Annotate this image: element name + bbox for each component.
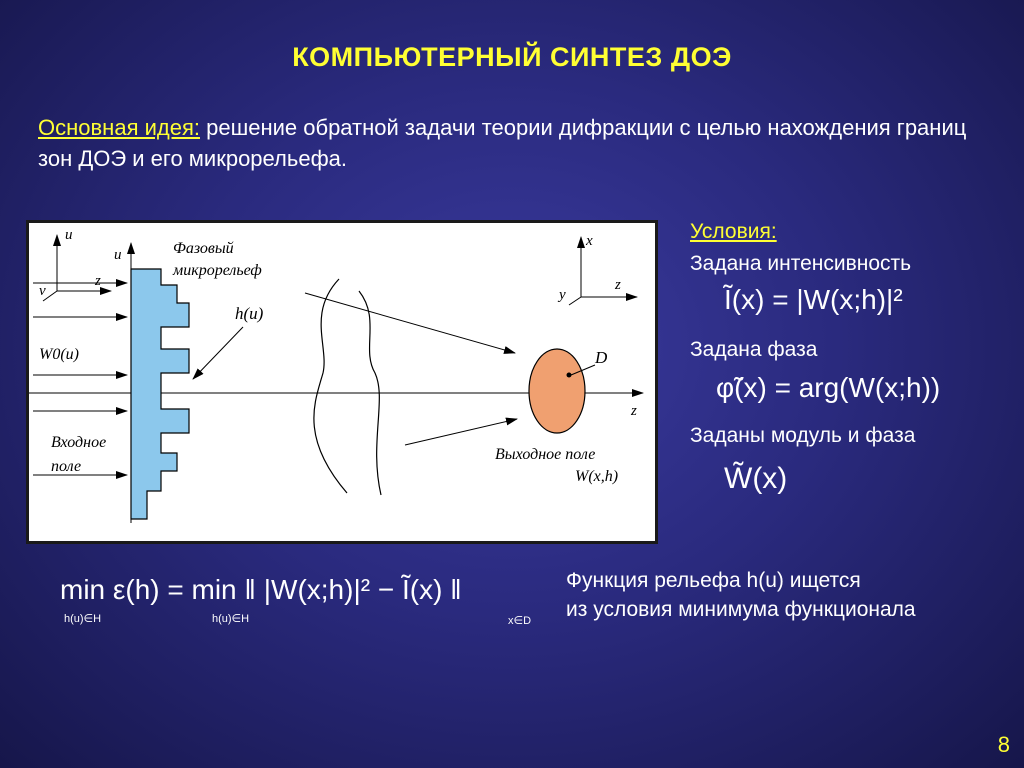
diagram-svg: u z v u x z y z Фазовый микрорельеф h( — [29, 227, 644, 523]
functional-description: Функция рельефа h(u) ищется из условия м… — [566, 566, 1006, 624]
functional-text-line1: Функция рельефа h(u) ищется — [566, 569, 861, 592]
phase-microrelief — [130, 268, 190, 520]
axis-right-x: x — [585, 233, 593, 249]
axis-u2: u — [114, 247, 122, 263]
converge-arrow-bottom — [404, 417, 518, 446]
d-label: D — [594, 348, 608, 367]
formula-intensity: Ĩ(x) = |W(x;h)|² — [724, 284, 903, 315]
axis-left-z: z — [94, 273, 101, 289]
input-arrows — [33, 279, 128, 479]
functional-sub-min-1: h(u)∈H — [64, 613, 102, 625]
axis-right-z: z — [614, 277, 621, 293]
w0-label: W0(u) — [39, 346, 79, 363]
axis-right-y: y — [557, 287, 566, 303]
formula-modphase: W̃(x) — [724, 462, 788, 495]
relief-label-2: микрорельеф — [172, 262, 262, 279]
relief-label-1: Фазовый — [173, 240, 234, 257]
condition-phase: Задана фаза — [690, 338, 818, 361]
functional-text-line2: из условия минимума функционала — [566, 598, 916, 621]
formula-phase: φ̃(x) = arg(W(x;h)) — [716, 372, 941, 403]
conditions-heading-styled: Условия: — [690, 220, 777, 243]
axes-left — [42, 234, 112, 302]
region-point — [566, 372, 572, 378]
condition-intensity: Задана интенсивность — [690, 252, 912, 275]
input-label-1: Входное — [51, 434, 106, 451]
output-label-2: W(x,h) — [575, 468, 618, 485]
axes-right — [568, 236, 638, 306]
main-idea: Основная идея: решение обратной задачи т… — [38, 112, 978, 174]
axis-main-z: z — [630, 403, 637, 419]
output-field-region — [528, 348, 586, 434]
page-number: 8 — [997, 732, 1010, 757]
input-label-2: поле — [51, 458, 81, 475]
axis-left-u: u — [65, 227, 73, 243]
main-idea-label: Основная идея: — [38, 115, 200, 140]
converge-arrow-top — [304, 292, 516, 354]
functional-formula: min ε(h) = min ‖ |W(x;h)|² − Ĩ(x) ‖ — [60, 574, 462, 605]
functional-sub-min-2: h(u)∈H — [212, 613, 250, 625]
h-label: h(u) — [235, 304, 264, 323]
axis-left-v: v — [39, 283, 46, 299]
d-pointer — [570, 364, 596, 376]
doe-diagram: u z v u x z y z Фазовый микрорельеф h( — [26, 220, 658, 544]
h-pointer — [192, 326, 244, 380]
functional-sub-norm: x∈D — [508, 615, 532, 627]
main-idea-text: решение обратной задачи теории дифракции… — [38, 115, 967, 171]
output-label-1: Выходное поле — [495, 446, 595, 463]
wavefront-curves — [313, 278, 382, 496]
condition-modphase: Заданы модуль и фаза — [690, 424, 916, 447]
slide-title: КОМПЬЮТЕРНЫЙ СИНТЕЗ ДОЭ — [292, 42, 732, 72]
